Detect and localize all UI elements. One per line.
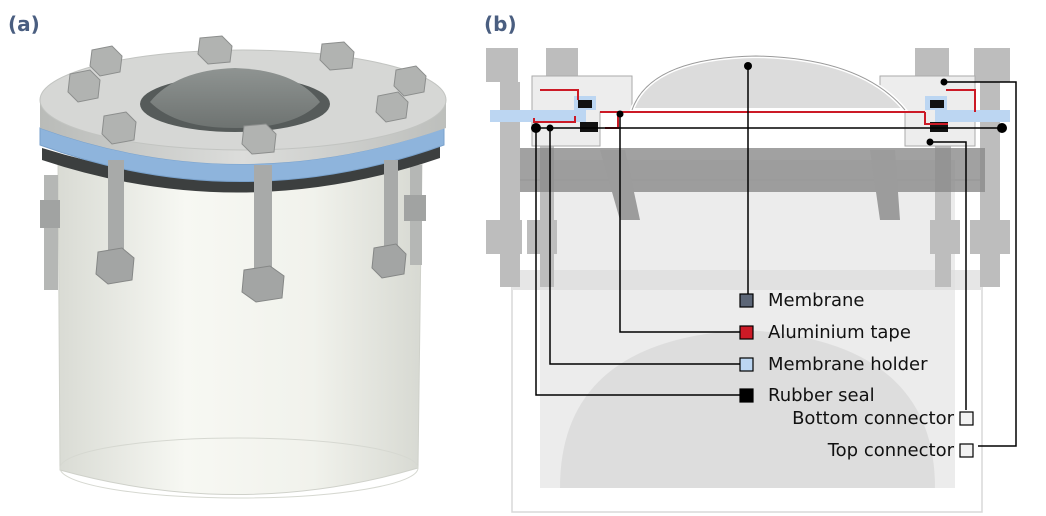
legend-item-rubber-seal: Rubber seal bbox=[739, 385, 875, 406]
section-membrane-holder-right bbox=[935, 110, 1010, 122]
callout-rubber-seal bbox=[535, 128, 740, 396]
callout-membrane-holder bbox=[549, 128, 740, 365]
legend-swatch-rubber-seal bbox=[739, 388, 754, 403]
legend-item-membrane: Membrane bbox=[739, 290, 864, 311]
legend-swatch-bottom-connector bbox=[959, 411, 974, 426]
section-rubber-seal-right bbox=[930, 100, 944, 108]
legend-label-bottom-connector: Bottom connector bbox=[792, 408, 955, 429]
legend-label-membrane-holder: Membrane holder bbox=[768, 354, 928, 375]
lower-flange bbox=[42, 145, 440, 193]
legend-swatch-top-connector bbox=[959, 443, 974, 458]
blue-ring bbox=[39, 127, 445, 182]
top-flange-side bbox=[40, 100, 446, 164]
section-rubber-seal-left bbox=[578, 100, 592, 108]
legend-label-top-connector: Top connector bbox=[827, 440, 955, 461]
legend-item-membrane-holder: Membrane holder bbox=[739, 354, 928, 375]
legend-item-aluminium-tape: Aluminium tape bbox=[739, 322, 911, 343]
callout-bottom-connector bbox=[930, 141, 967, 410]
section-membrane-holder-left bbox=[490, 110, 586, 122]
front-bolts bbox=[95, 160, 407, 303]
section-aluminium-tape-right bbox=[924, 89, 976, 125]
legend-item-bottom-connector: Bottom connector bbox=[792, 408, 974, 429]
legend-label-aluminium-tape: Aluminium tape bbox=[768, 322, 911, 343]
legend-swatch-aluminium-tape bbox=[739, 325, 754, 340]
legend-item-top-connector: Top connector bbox=[827, 440, 974, 461]
panel-label-b: (b) bbox=[484, 12, 517, 36]
section-inner-dome bbox=[560, 330, 935, 488]
dome-membrane bbox=[150, 68, 320, 128]
panel-label-a: (a) bbox=[8, 12, 40, 36]
callout-aluminium-tape bbox=[619, 114, 740, 333]
section-lower-flange bbox=[520, 148, 985, 192]
callout-lines bbox=[535, 66, 1017, 447]
legend-swatch-membrane bbox=[739, 293, 754, 308]
chamber-cylinder bbox=[57, 159, 423, 495]
rear-bolts bbox=[40, 165, 426, 290]
callout-dots bbox=[531, 62, 1007, 146]
legend-label-rubber-seal: Rubber seal bbox=[768, 385, 875, 406]
chamber-bottom-rim bbox=[59, 437, 419, 499]
legend-swatch-membrane-holder bbox=[739, 357, 754, 372]
section-dome-membrane bbox=[629, 53, 910, 112]
callout-top-connector bbox=[944, 81, 1017, 447]
top-nuts bbox=[67, 35, 427, 155]
legend-label-membrane: Membrane bbox=[768, 290, 864, 311]
